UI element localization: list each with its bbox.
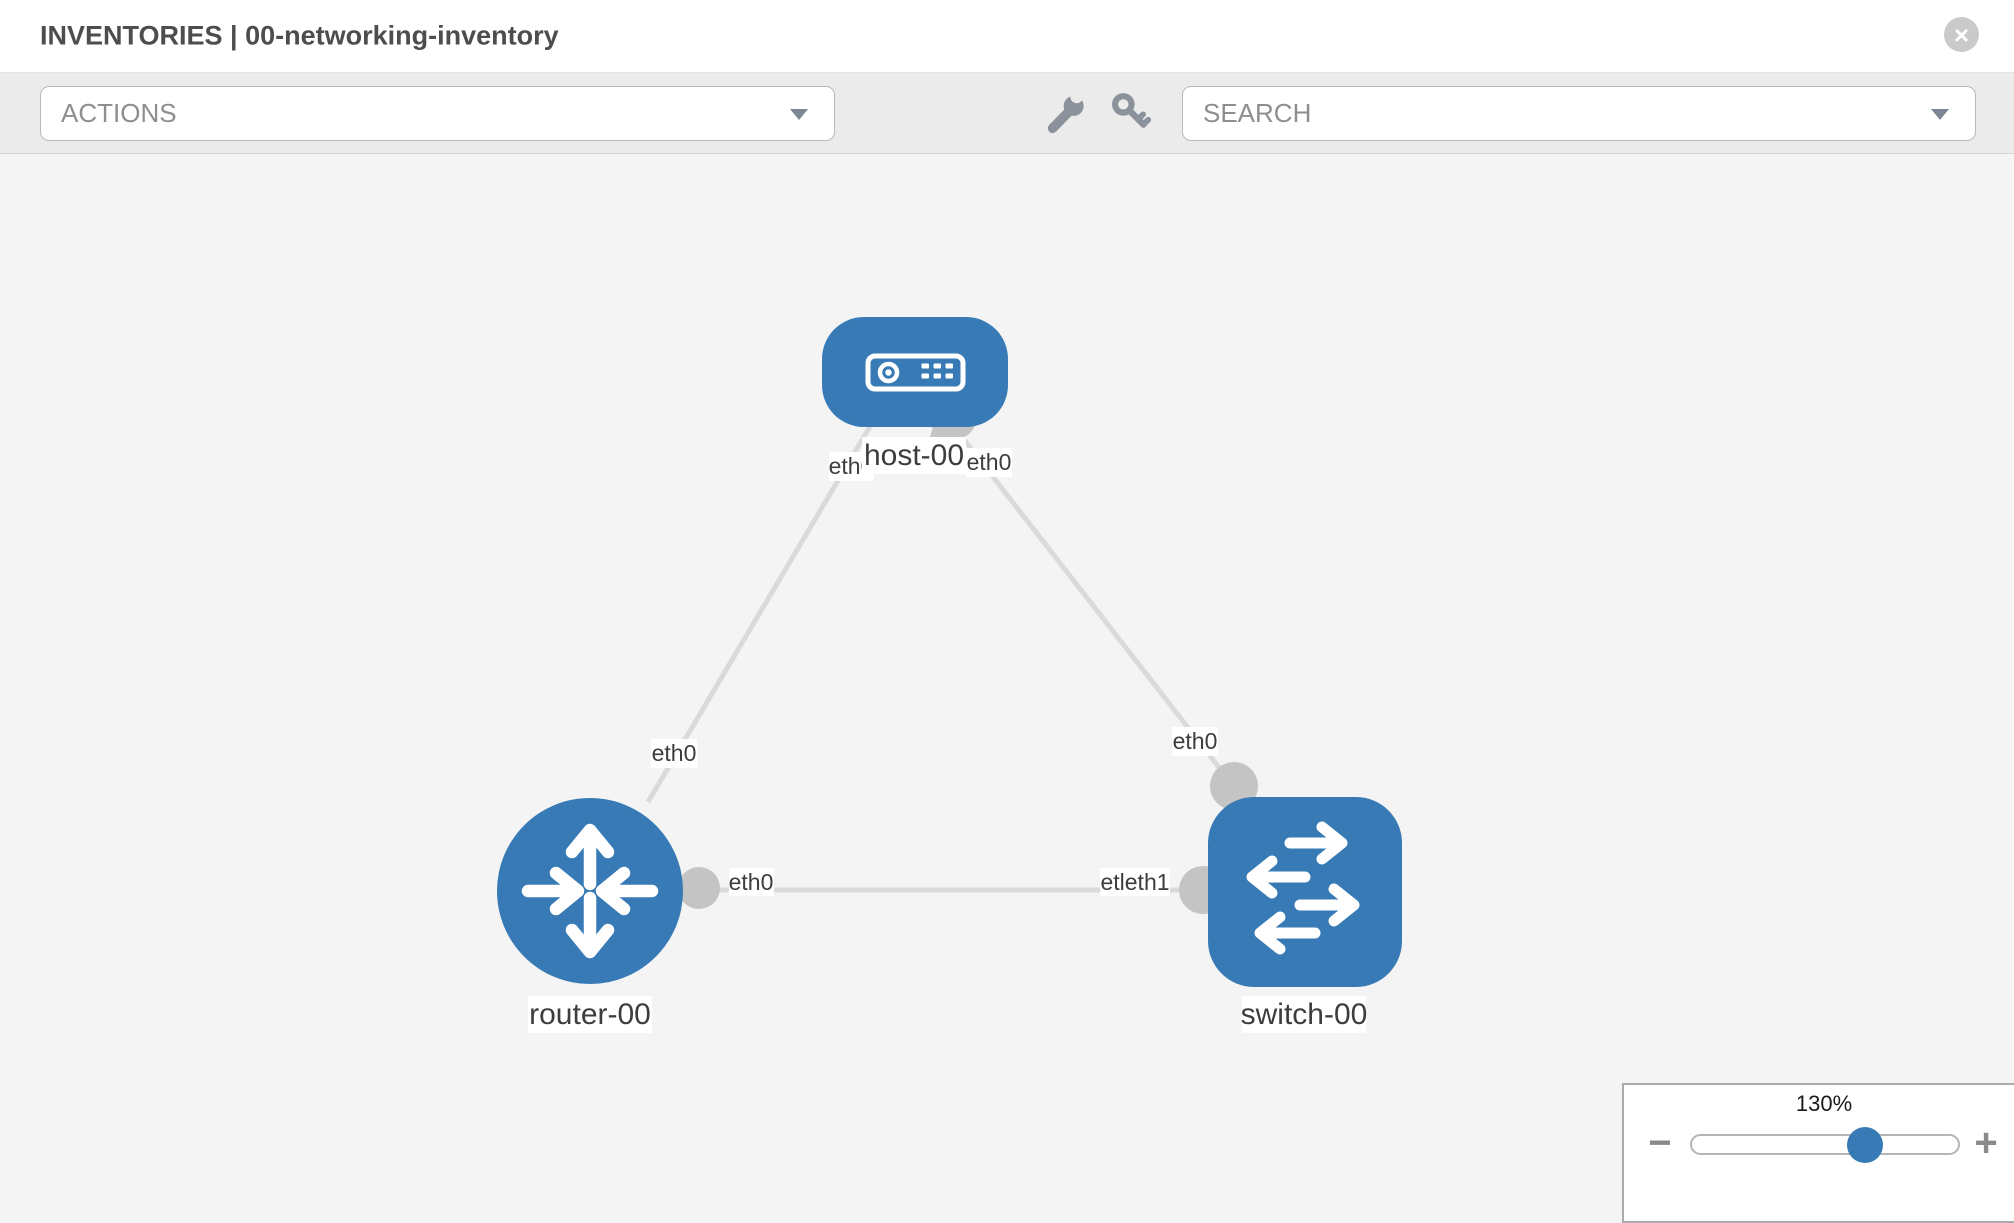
search-dropdown-label: SEARCH [1203, 98, 1312, 128]
toolbar: ACTIONS SEARCH [0, 73, 2014, 154]
zoom-panel: 130% − + [1622, 1083, 2014, 1223]
node-label-switch-00: switch-00 [1241, 996, 1368, 1033]
switch-icon [1246, 821, 1360, 955]
port-dot-router-eth0 [678, 867, 720, 909]
svg-text:switch-00: switch-00 [1241, 998, 1368, 1031]
svg-text:eth0: eth0 [652, 740, 697, 766]
configure-button[interactable] [1043, 90, 1089, 136]
svg-text:eth0: eth0 [967, 449, 1012, 475]
plus-icon: + [1974, 1121, 1998, 1165]
search-dropdown[interactable]: SEARCH [1182, 86, 1976, 141]
zoom-out-button[interactable]: − [1640, 1123, 1680, 1163]
interface-label: etleth1 [1100, 868, 1170, 896]
topology-canvas[interactable]: eth0 eth0 eth0 eth0 eth0 etleth1 host-00 [0, 153, 2014, 1200]
credentials-button[interactable] [1108, 90, 1154, 136]
zoom-slider-track[interactable] [1690, 1134, 1960, 1155]
header-bar: INVENTORIES | 00-networking-inventory × [0, 0, 2014, 73]
zoom-slider-thumb[interactable] [1847, 1127, 1883, 1163]
page-title: INVENTORIES | 00-networking-inventory [40, 20, 559, 51]
link-host-router[interactable] [645, 421, 875, 804]
zoom-in-button[interactable]: + [1966, 1123, 2006, 1163]
actions-dropdown-label: ACTIONS [61, 98, 177, 128]
node-switch-00[interactable] [1208, 797, 1402, 987]
router-icon [521, 823, 659, 959]
interface-label: eth0 [729, 868, 774, 896]
svg-text:host-00: host-00 [864, 439, 964, 472]
minus-icon: − [1648, 1121, 1672, 1165]
close-button[interactable]: × [1944, 17, 1979, 52]
svg-text:eth0: eth0 [729, 869, 774, 895]
chevron-down-icon [790, 108, 808, 120]
interface-label: eth0 [966, 448, 1012, 477]
node-label-host-00: host-00 [862, 437, 966, 474]
svg-text:eth0: eth0 [1173, 728, 1218, 754]
key-icon [1112, 93, 1152, 128]
node-host-00[interactable] [822, 317, 1008, 427]
chevron-down-icon [1931, 108, 1949, 120]
interface-label: eth0 [651, 739, 697, 768]
zoom-level-value: 130% [1795, 1091, 1853, 1116]
interface-label: eth0 [1172, 727, 1218, 756]
node-router-00[interactable] [497, 798, 683, 984]
svg-text:etleth1: etleth1 [1100, 869, 1169, 895]
host-icon [865, 353, 966, 392]
node-label-router-00: router-00 [528, 996, 652, 1033]
close-icon: × [1953, 19, 1970, 50]
svg-text:router-00: router-00 [529, 998, 651, 1031]
wrench-icon [1047, 90, 1084, 134]
actions-dropdown[interactable]: ACTIONS [40, 86, 835, 141]
